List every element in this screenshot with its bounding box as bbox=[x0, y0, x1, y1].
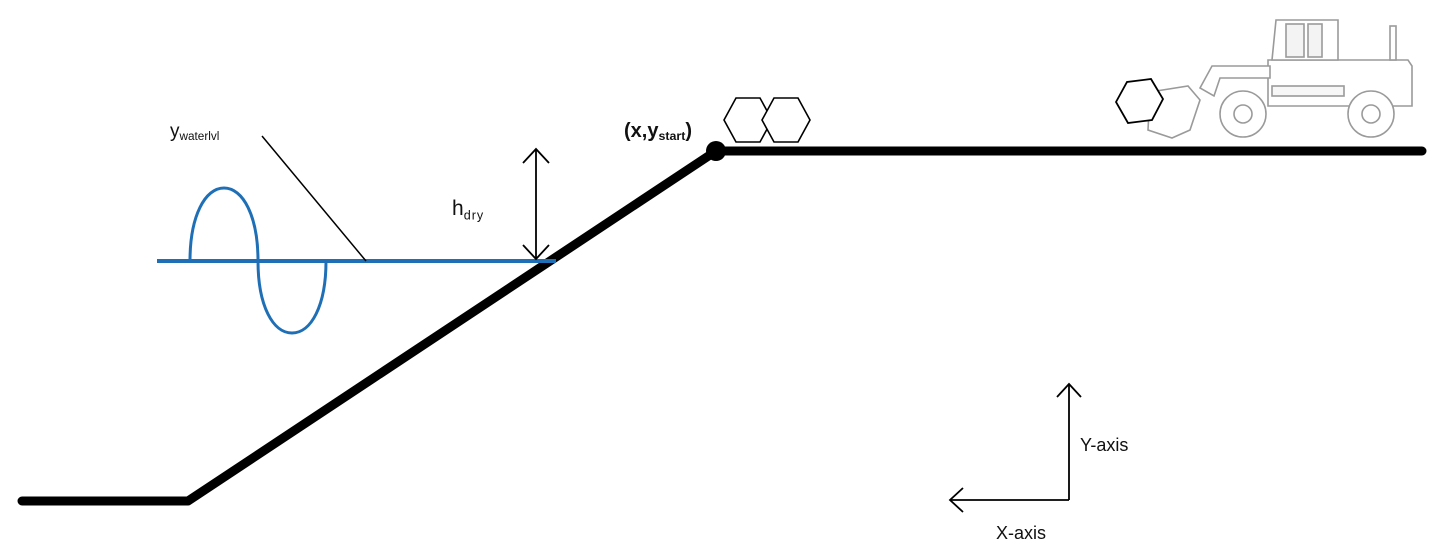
ground-profile bbox=[17, 146, 1427, 506]
hexagon-icon bbox=[1114, 78, 1165, 124]
start-point-dot bbox=[706, 141, 726, 161]
loader-icon bbox=[1147, 19, 1413, 139]
start-point-label: (x,ystart) bbox=[624, 120, 692, 144]
water-level-leader bbox=[261, 135, 367, 262]
x-axis-label: X-axis bbox=[996, 523, 1047, 543]
water-level-label: ywaterlvl bbox=[170, 121, 220, 143]
dry-height-label: hdry bbox=[452, 197, 485, 223]
axes-indicator bbox=[948, 382, 1082, 513]
dry-height-arrow bbox=[522, 147, 550, 261]
y-axis-label: Y-axis bbox=[1080, 435, 1129, 455]
wave-curve bbox=[188, 186, 328, 335]
hexagon-icon bbox=[761, 97, 811, 143]
